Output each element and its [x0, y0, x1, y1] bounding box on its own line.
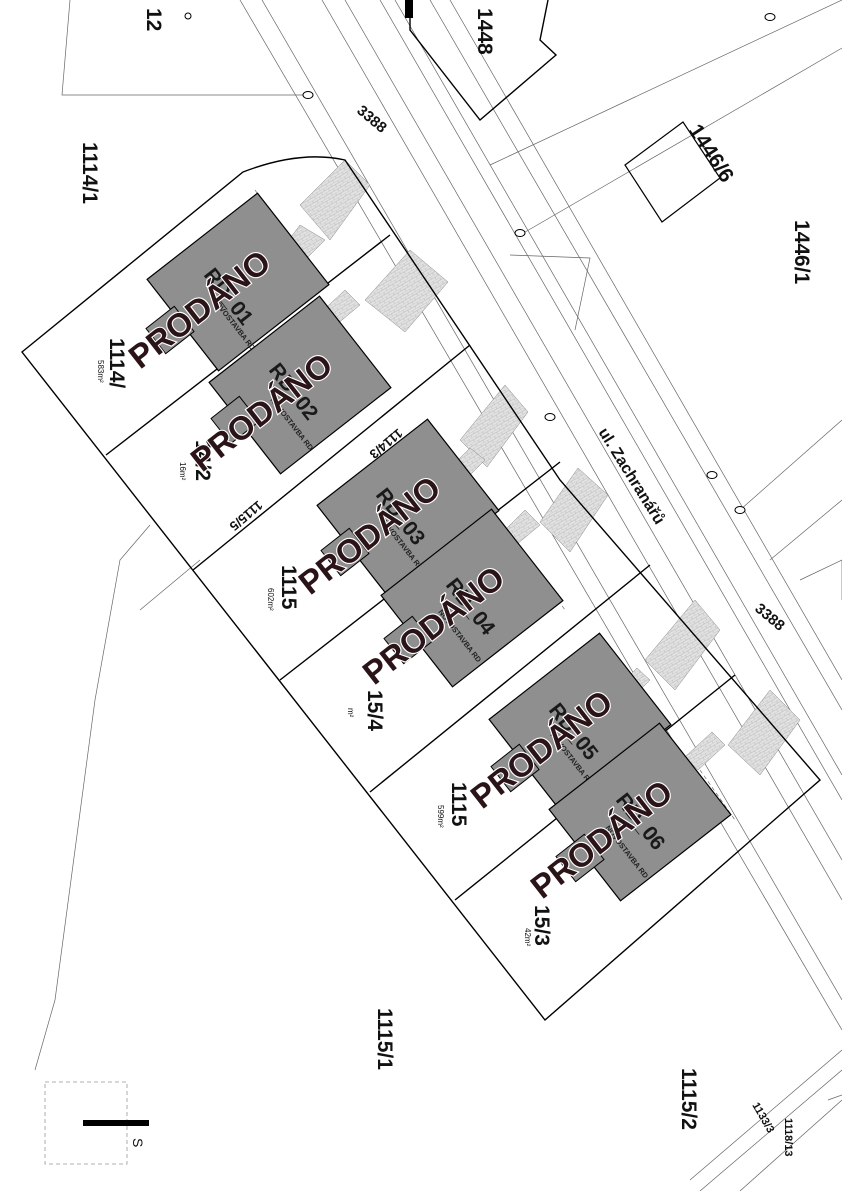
house-parcel-area: 16m²: [178, 462, 187, 481]
parcel-label-1448: 1448: [473, 8, 496, 55]
road-number-top: 3388: [353, 102, 389, 136]
parcel-label-1114-1: 1114/1: [78, 142, 101, 204]
house-footprint: [208, 295, 392, 475]
paved-areas: [269, 159, 801, 776]
parcel-label-1115-1: 1115/1: [373, 1008, 396, 1070]
parcel-label-1115-2: 1115/2: [677, 1068, 700, 1130]
parcel-label-12: 12: [142, 8, 165, 31]
house-parcel-number: 15/4: [363, 690, 386, 731]
scale-label: S: [130, 1138, 146, 1147]
road-number-mid: 3388: [751, 600, 787, 634]
house-annex: [145, 305, 195, 355]
parcel-label-1446-6: 1446/6: [684, 120, 738, 186]
house-annex: [555, 833, 605, 883]
corner-mark: [405, 0, 413, 18]
scale-marker: S: [44, 1081, 149, 1165]
house-footprint: [146, 192, 330, 372]
house-parcel-number: 1115: [447, 782, 470, 827]
house-parcel-number: 14/2: [191, 440, 214, 481]
house-annex: [320, 527, 370, 577]
parcel-label-1133-3: 1133/3: [749, 1101, 776, 1136]
building-1446-6: [624, 121, 721, 223]
house-parcel-area: 583m²: [96, 360, 105, 383]
plot-boundaries: [21, 156, 821, 1022]
context-lines: [34, 0, 842, 1191]
house-parcel-area: m²: [346, 708, 355, 718]
house-parcel-area: 599m²: [436, 805, 445, 828]
house-parcel-area: 42m²: [523, 928, 532, 947]
house-parcel-number: 1115: [277, 565, 300, 610]
house-parcel-number: 1114/: [105, 338, 128, 388]
survey-points: [184, 12, 776, 514]
house-annex: [490, 743, 540, 793]
house-annex: [210, 395, 260, 445]
building-1448: [409, 0, 558, 122]
house-annex: [383, 615, 433, 665]
scale-bar: [83, 1120, 149, 1126]
parcel-label-1446-1: 1446/1: [790, 220, 813, 285]
parcel-label-1118-13: 1118/13: [782, 1118, 794, 1157]
house-parcel-area: 602m²: [266, 588, 275, 611]
house-parcel-number: 15/3: [530, 905, 553, 946]
street-name: ul. Zachranářů: [595, 425, 668, 528]
